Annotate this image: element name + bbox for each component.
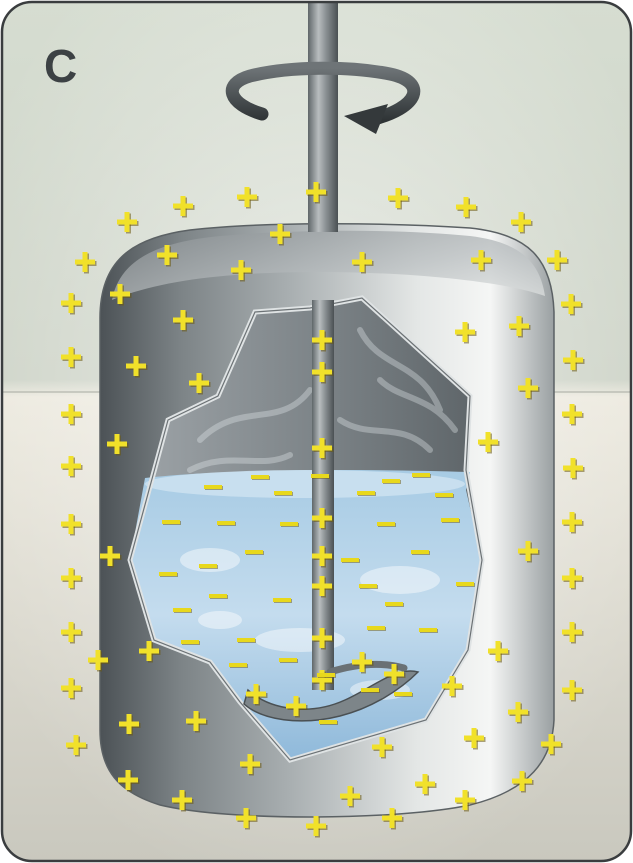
minus-sign-icon — [382, 479, 401, 484]
minus-sign-icon — [359, 584, 378, 589]
agitator-shaft — [308, 0, 338, 232]
minus-sign-icon — [361, 688, 380, 693]
minus-sign-icon — [311, 474, 330, 479]
minus-sign-icon — [229, 663, 248, 668]
minus-sign-icon — [204, 485, 223, 490]
minus-sign-icon — [181, 640, 200, 645]
minus-sign-icon — [456, 582, 475, 587]
minus-sign-icon — [419, 628, 438, 633]
minus-sign-icon — [441, 518, 460, 523]
minus-sign-icon — [357, 491, 376, 496]
minus-sign-icon — [159, 572, 178, 577]
minus-sign-icon — [279, 658, 298, 663]
minus-sign-icon — [217, 521, 236, 526]
minus-sign-icon — [245, 550, 264, 555]
minus-sign-icon — [162, 520, 181, 525]
minus-sign-icon — [385, 602, 404, 607]
minus-sign-icon — [237, 638, 256, 643]
minus-sign-icon — [435, 493, 454, 498]
panel-label: C — [44, 40, 77, 92]
minus-sign-icon — [280, 522, 299, 527]
minus-sign-icon — [274, 491, 293, 496]
minus-sign-icon — [317, 673, 336, 678]
minus-sign-icon — [394, 692, 413, 697]
minus-sign-icon — [273, 598, 292, 603]
minus-sign-icon — [251, 475, 270, 480]
minus-sign-icon — [341, 558, 360, 563]
minus-sign-icon — [377, 522, 396, 527]
minus-sign-icon — [367, 626, 386, 631]
minus-sign-icon — [319, 720, 338, 725]
minus-sign-icon — [411, 550, 430, 555]
minus-sign-icon — [173, 608, 192, 613]
minus-sign-icon — [412, 473, 431, 478]
minus-sign-icon — [199, 564, 218, 569]
minus-sign-icon — [209, 594, 228, 599]
